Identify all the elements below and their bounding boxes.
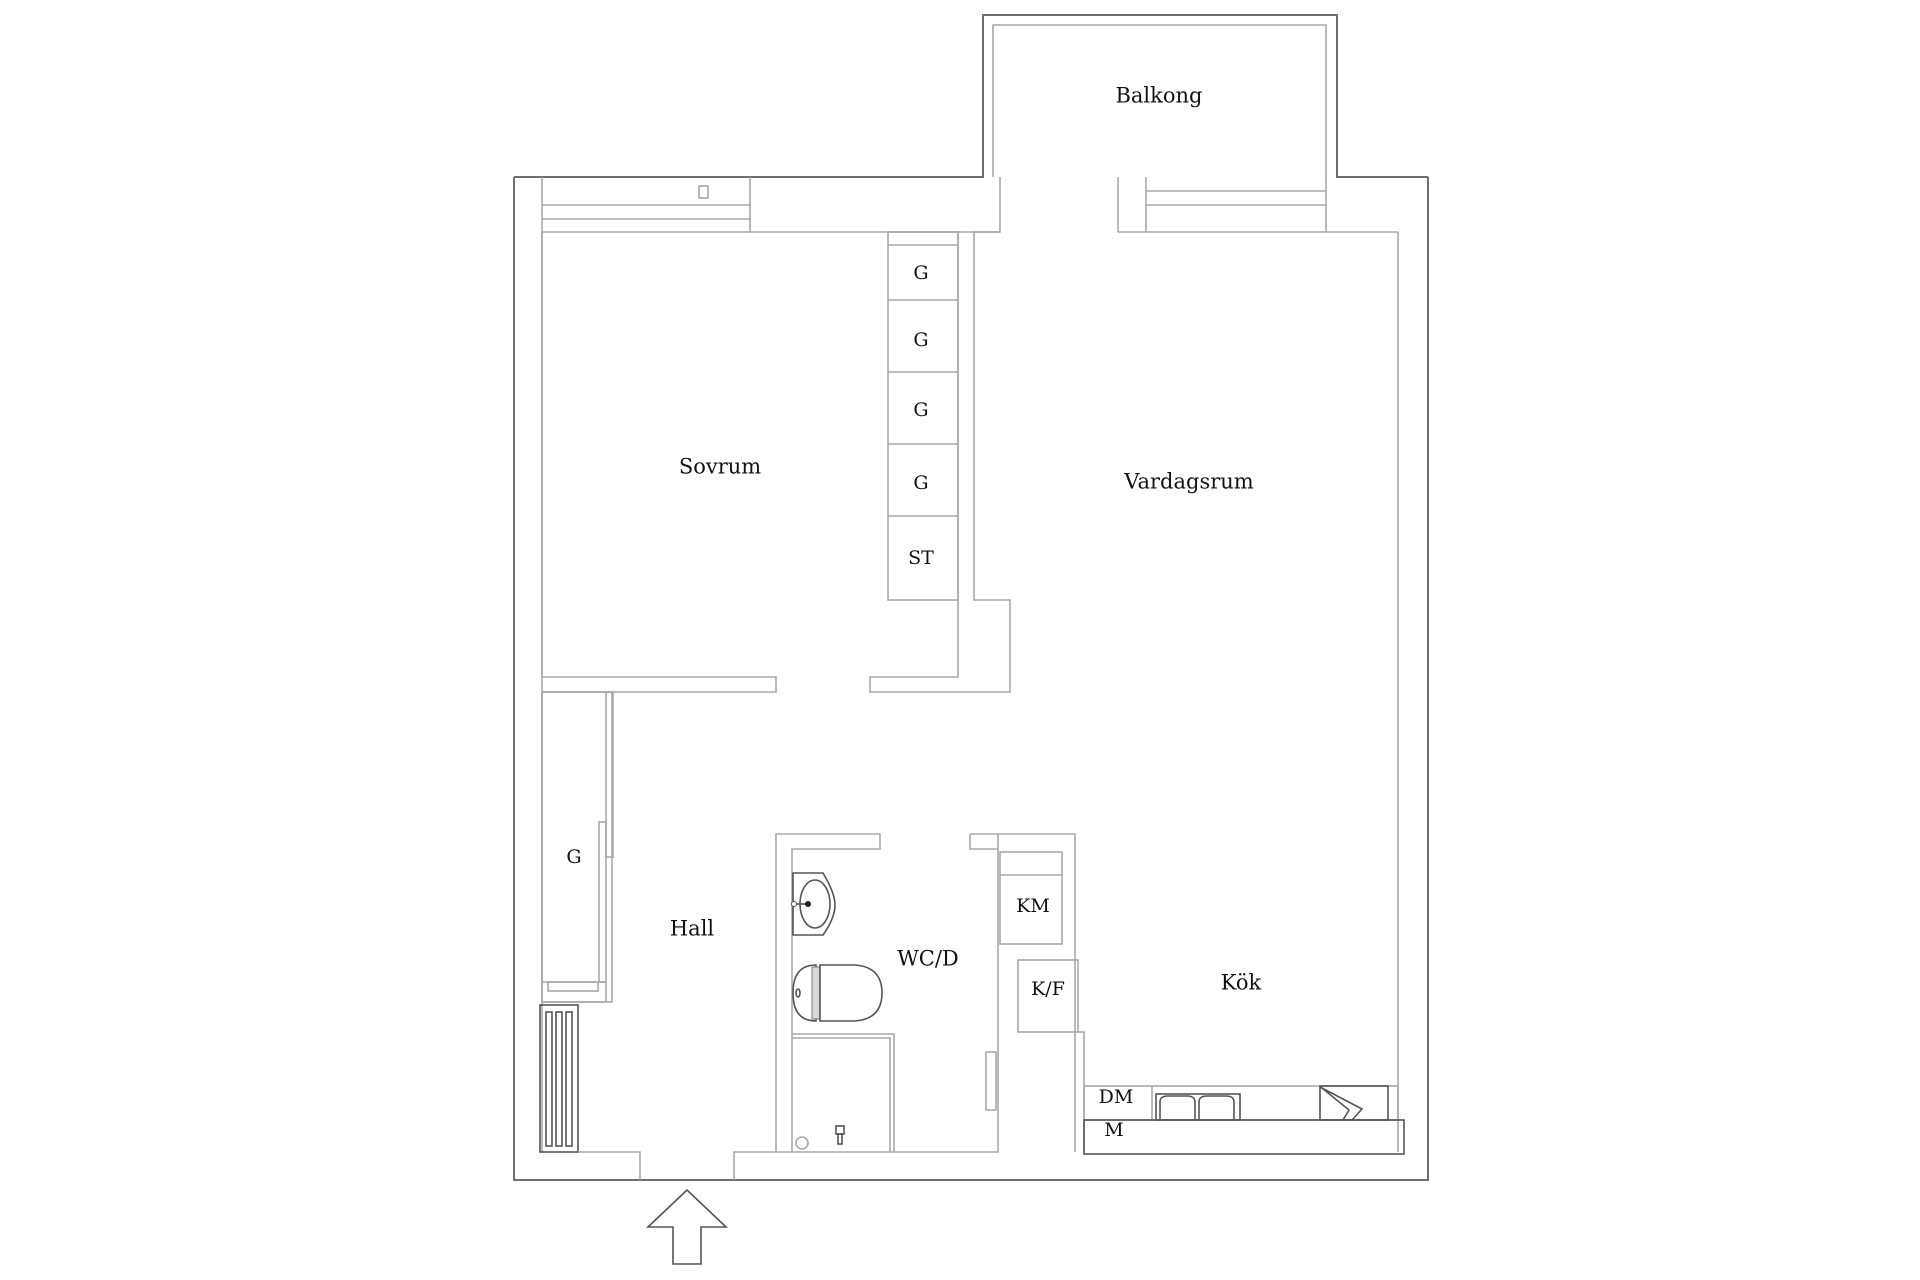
window-handle-icon — [698, 185, 709, 199]
stove-icon — [1319, 1085, 1389, 1121]
fixture-label-wardrobe: G — [913, 399, 928, 421]
outer-walls — [513, 177, 1429, 1181]
fixture-label-hall-wardrobe: G — [566, 846, 581, 868]
room-label-bedroom: Sovrum — [679, 455, 761, 479]
room-label-hall: Hall — [670, 917, 715, 941]
kitchen-fixtures — [999, 851, 1405, 1155]
hall-wardrobe — [541, 691, 614, 1003]
radiator-icon — [539, 1004, 579, 1153]
room-label-living-room: Vardagsrum — [1123, 470, 1254, 494]
shower-icon — [835, 1125, 845, 1145]
toilet-icon — [792, 964, 883, 1022]
bathroom — [775, 833, 1076, 1152]
fixture-label-kf: K/F — [1031, 978, 1065, 1000]
fixture-label-km: KM — [1016, 895, 1050, 917]
entrance-arrow-icon — [645, 1188, 729, 1265]
fixture-label-dishwasher: DM — [1099, 1086, 1134, 1108]
entrance-walls — [578, 834, 999, 1180]
balcony — [514, 14, 1428, 178]
room-label-balcony: Balkong — [1115, 84, 1202, 108]
fixture-label-storage: ST — [908, 547, 934, 569]
fixture-label-wardrobe: G — [913, 262, 928, 284]
fixture-label-microwave: M — [1104, 1119, 1123, 1141]
shower-drain-icon — [795, 1136, 809, 1150]
bedroom-walls — [541, 231, 1011, 693]
inner-walls — [541, 177, 1399, 1152]
fixture-label-wardrobe: G — [913, 329, 928, 351]
kitchen-sink-icon — [1155, 1093, 1241, 1121]
fixture-label-wardrobe: G — [913, 472, 928, 494]
room-label-kitchen: Kök — [1221, 971, 1262, 995]
sink-icon — [791, 872, 836, 936]
room-label-bathroom: WC/D — [897, 947, 959, 971]
